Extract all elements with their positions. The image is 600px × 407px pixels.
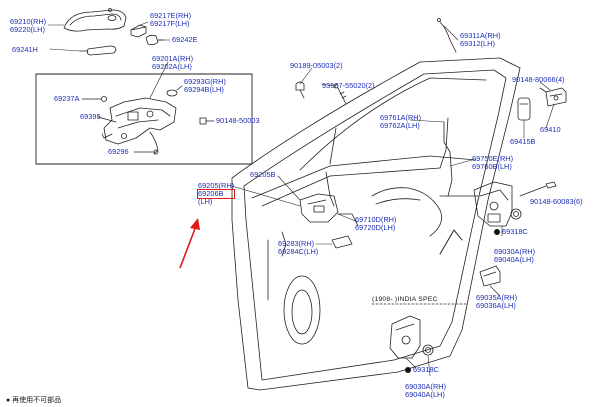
part-69750E: 69750E(RH) (472, 154, 514, 163)
label-69210: 69210(RH) 69220(LH) (10, 18, 46, 34)
part-69710D: 69710D(RH) (355, 215, 397, 224)
part-69242E: 69242E (172, 35, 198, 44)
part-69030A-a: 69030A(RH) (494, 247, 536, 256)
part-69202A: 69202A(LH) (152, 62, 192, 71)
part-69040A-a: 69040A(LH) (494, 255, 534, 264)
label-69283: 69283(RH) 69284C(LH) (278, 240, 318, 256)
label-69318C-a: 69318C (494, 228, 528, 236)
rod-69311A-drawing (437, 18, 457, 53)
label-69318C-b: 69318C (405, 366, 439, 374)
part-69296: 69296 (108, 147, 129, 156)
lock-cover-69035A-drawing (479, 265, 501, 287)
part-69410: 69410 (540, 125, 561, 134)
part-69030A-b: 69030A(RH) (405, 382, 447, 391)
part-69201A: 69201A(RH) (152, 54, 194, 63)
leader-lines (47, 21, 555, 377)
lock-cables-drawing (325, 121, 479, 237)
part-69206B-suffix: (LH) (198, 197, 213, 206)
part-69761A: 69761A(RH) (380, 113, 422, 122)
part-69760B: 69760B(LH) (472, 162, 512, 171)
part-69762A: 69762A(LH) (380, 121, 420, 130)
label-69761A: 69761A(RH) 69762A(LH) (380, 114, 421, 130)
part-69318C-b: 69318C (413, 365, 439, 374)
handle-frame-inset-box (35, 73, 253, 165)
label-69030A-a: 69030A(RH) 69040A(LH) (494, 248, 535, 264)
part-90148-60083: 90148-60083(6) (530, 197, 583, 206)
label-69201A: 69201A(RH) 69202A(LH) (152, 55, 193, 71)
part-69220: 69220(LH) (10, 25, 45, 34)
label-69293G: 69293G(RH) 69294B(LH) (184, 78, 226, 94)
handle-cap-drawing (130, 24, 147, 38)
handle-frame-drawing (101, 97, 177, 155)
india-lock-assembly-drawing (389, 315, 421, 359)
part-69206B: 69206B (196, 189, 236, 199)
part-69206B-line: 69206B(LH) (196, 189, 236, 206)
clip-90189-05003-drawing (295, 81, 305, 99)
part-69395: 69395 (80, 112, 101, 121)
india-washer-drawing (422, 344, 434, 356)
inset-bolt-90148-50003 (199, 117, 215, 125)
part-69217F: 69217F(LH) (150, 19, 190, 28)
part-69210: 69210(RH) (10, 17, 47, 26)
label-69217E: 69217E(RH) 69217F(LH) (150, 12, 191, 28)
outside-handle-drawing (63, 8, 127, 32)
part-69312: 69312(LH) (460, 39, 495, 48)
inset-screw-69237A (101, 96, 107, 102)
screw-93567-55020-drawing (333, 83, 347, 105)
part-69283: 69283(RH) (278, 239, 315, 248)
door-outline-drawing (231, 57, 521, 391)
part-69237A: 69237A (54, 94, 80, 103)
bezel-69283-drawing (331, 235, 353, 249)
label-69030A-b: 69030A(RH) 69040A(LH) (405, 383, 446, 399)
part-90189-05003: 90189-05003(2) (290, 61, 343, 70)
door-lock-assembly-drawing (473, 181, 513, 227)
part-69720D: 69720D(LH) (355, 223, 396, 232)
red-pointer-arrow (179, 218, 200, 269)
inset-part-69293G (166, 89, 178, 97)
inside-handle-69205-drawing (299, 193, 339, 223)
part-69284C: 69284C(LH) (278, 247, 319, 256)
part-69040A-b: 69040A(LH) (405, 390, 445, 399)
footnote-non-reusable-parts: ● 再使用不可部品 (6, 397, 62, 404)
india-spec-label: (1908- )INDIA SPEC (372, 296, 438, 303)
lock-washer-69318C-drawing (510, 208, 522, 220)
label-69311A: 69311A(RH) 69312(LH) (460, 32, 501, 48)
non-reusable-dot (494, 228, 500, 235)
label-69710D: 69710D(RH) 69720D(LH) (355, 216, 397, 232)
bolt-90148-60083-drawing (519, 181, 557, 197)
direction-arrow (439, 229, 463, 255)
label-69750E: 69750E(RH) 69760B(LH) (472, 155, 513, 171)
non-reusable-dot (405, 366, 411, 373)
part-69205B: 69205B (250, 170, 276, 179)
part-90148-50003: 90148-50003 (216, 116, 260, 125)
label-69035A: 69035A(RH) 69036A(LH) (476, 294, 517, 310)
part-69241H: 69241H (12, 45, 38, 54)
part-69318C-a: 69318C (502, 227, 528, 236)
part-93567-55020: 93567-55020(2) (322, 81, 375, 90)
label-69205: 69205(RH) 69206B(LH) (196, 181, 236, 206)
part-69311A: 69311A(RH) (460, 31, 501, 40)
part-69294B: 69294B(LH) (184, 85, 224, 94)
part-69205: 69205(RH) (198, 181, 235, 190)
striker-69410-drawing (539, 87, 567, 107)
striker-69415B-drawing (517, 97, 531, 121)
handle-cover-drawing (79, 45, 117, 56)
part-69293G: 69293G(RH) (184, 77, 226, 86)
part-69036A: 69036A(LH) (476, 301, 516, 310)
part-69415B: 69415B (510, 137, 536, 146)
india-spec-box (368, 294, 488, 364)
part-69217E: 69217E(RH) (150, 11, 192, 20)
part-69035A: 69035A(RH) (476, 293, 518, 302)
part-90148-80066: 90148-80066(4) (512, 75, 565, 84)
